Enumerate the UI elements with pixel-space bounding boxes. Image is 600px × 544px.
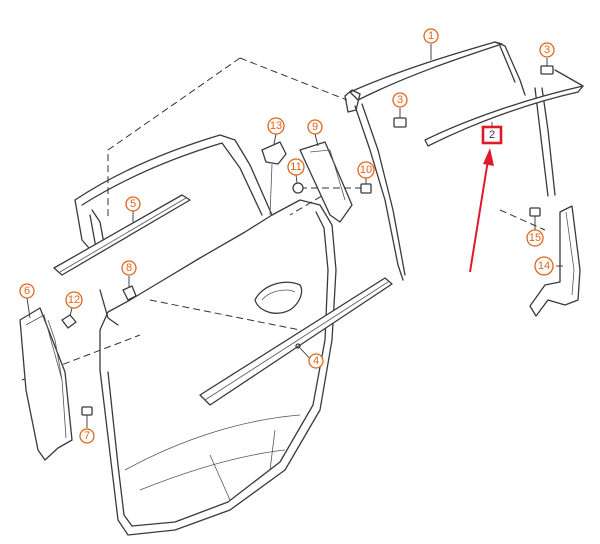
clip-part-3-upper [540,58,554,75]
pillar-trim-part-6 [19,307,73,461]
callout-2-label: 2 [489,129,495,141]
belt-strip-part-5 [53,194,191,276]
seal-strip-part-2 [424,69,584,147]
callout-15-label: 15 [529,232,541,244]
clip-part-8 [122,276,137,301]
callout-9-label: 9 [312,121,318,133]
callout-7: 7 [79,428,95,444]
callout-14: 14 [534,256,554,276]
callout-1-label: 1 [428,30,434,42]
callout-10: 10 [357,161,375,179]
belt-strip-part-4 [199,277,393,406]
screw-part-15 [529,207,541,230]
screw-part-10 [300,178,372,194]
callout-4-label: 4 [313,355,319,367]
callout-6: 6 [19,283,35,299]
nut-part-11 [292,174,304,194]
window-frame-part-1 [344,41,556,281]
callout-2-highlighted: 2 [481,125,503,145]
callout-8: 8 [121,260,137,276]
callout-3-upper: 3 [539,42,555,58]
callout-1: 1 [423,28,439,44]
callout-7-label: 7 [84,430,90,442]
callout-8-label: 8 [126,262,132,274]
clip-part-13 [261,133,287,216]
callout-13-label: 13 [270,120,282,132]
callout-4: 4 [308,353,324,369]
assembly-dash-lines [21,57,546,381]
callout-5-label: 5 [130,198,136,210]
callout-lead-lines [26,44,493,366]
callout-12: 12 [65,291,83,309]
door-window-frame [74,134,273,326]
callout-12-label: 12 [68,294,80,306]
callout-3-lower: 3 [392,92,408,108]
callout-9: 9 [307,119,323,135]
rear-door-shell [99,199,337,536]
screw-part-7 [81,406,93,428]
callout-11: 11 [287,158,305,176]
callout-13: 13 [267,117,285,135]
bracket-part-9 [299,133,353,223]
clip-part-3-lower [393,108,407,128]
callout-14-label: 14 [538,260,550,272]
callout-3-upper-label: 3 [544,44,550,56]
callout-10-label: 10 [360,164,372,176]
callout-11-label: 11 [290,161,301,173]
callout-15: 15 [526,229,544,247]
callout-3-lower-label: 3 [397,94,403,106]
trim-part-14 [529,205,581,317]
callout-5: 5 [125,196,141,212]
clip-part-12 [61,307,77,329]
highlight-arrow [469,148,494,273]
callout-6-label: 6 [24,285,30,297]
